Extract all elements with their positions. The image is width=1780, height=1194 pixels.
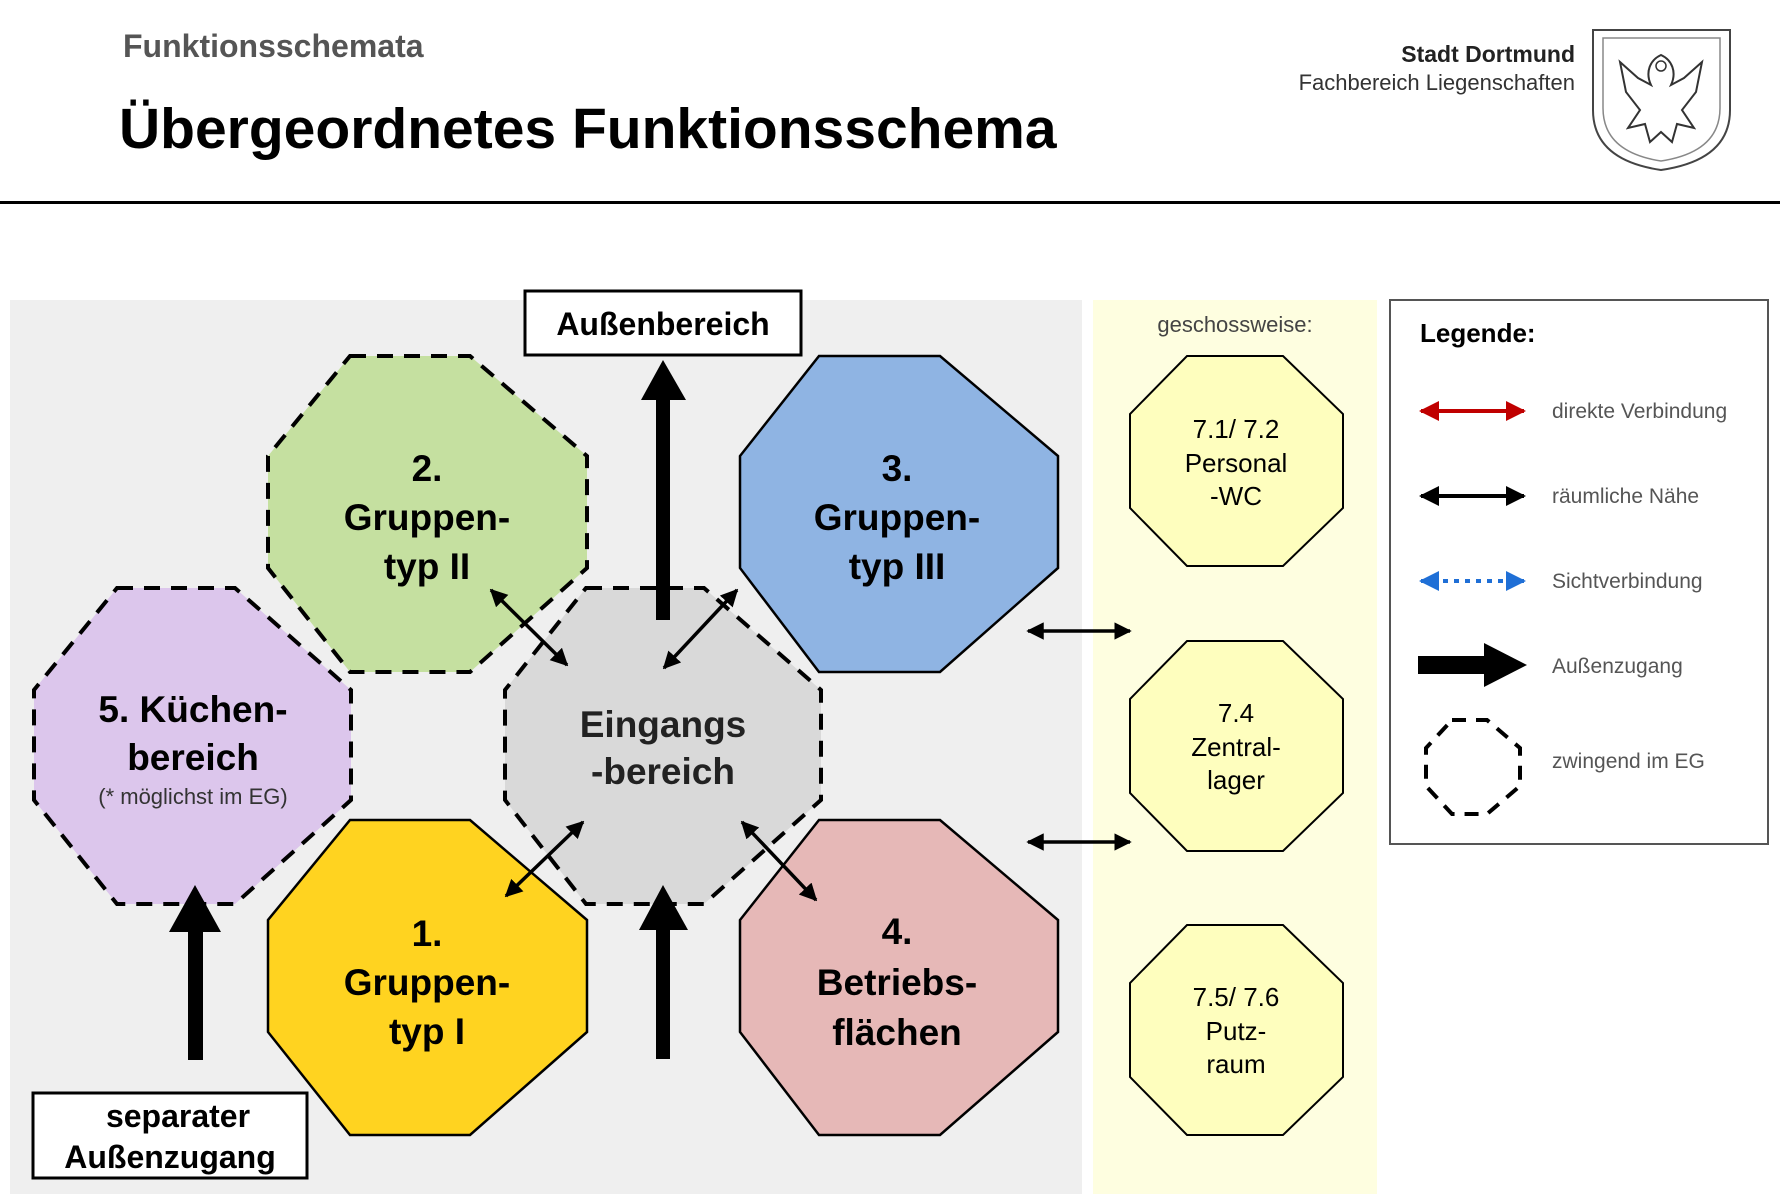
- legend-title: Legende:: [1420, 318, 1536, 348]
- thick-arrow-icon: [1418, 643, 1527, 687]
- svg-text:Personal: Personal: [1185, 448, 1288, 478]
- svg-text:2.: 2.: [412, 448, 443, 489]
- proximity-arrow-entrance-operation: [740, 820, 818, 902]
- entrance-access-arrow: [639, 885, 688, 1059]
- label-operation: 4. Betriebs- flächen: [817, 911, 977, 1053]
- legend-label-visual: Sichtverbindung: [1552, 570, 1703, 593]
- svg-text:flächen: flächen: [832, 1012, 962, 1053]
- svg-text:-WC: -WC: [1210, 481, 1262, 511]
- svg-text:Zentral-: Zentral-: [1191, 732, 1281, 762]
- label-kitchen: 5. Küchen- bereich (* möglichst im EG): [98, 689, 287, 809]
- svg-text:bereich: bereich: [127, 737, 259, 778]
- svg-text:separater: separater: [106, 1098, 250, 1134]
- octagon-kitchen: [32, 586, 353, 906]
- octagon-staff-wc: [1129, 355, 1344, 567]
- dashed-octagon-icon: [1424, 718, 1522, 816]
- organization-block: Stadt Dortmund Fachbereich Liegenschafte…: [1299, 40, 1575, 96]
- svg-text:7.4: 7.4: [1218, 698, 1254, 728]
- outside-access-arrow-up: [641, 360, 686, 620]
- eagle-coat-of-arms-icon: [1592, 29, 1731, 172]
- svg-text:7.5/ 7.6: 7.5/ 7.6: [1193, 982, 1280, 1012]
- legend-label-direct: direkte Verbindung: [1552, 400, 1727, 423]
- svg-text:(* möglichst im EG): (* möglichst im EG): [98, 784, 287, 809]
- svg-text:raum: raum: [1206, 1049, 1265, 1079]
- label-group1: 1. Gruppen- typ I: [344, 913, 510, 1052]
- organization-department: Fachbereich Liegenschaften: [1298, 69, 1575, 95]
- octagon-central-storage: [1129, 640, 1344, 852]
- header-divider: [0, 201, 1780, 204]
- label-staff-wc: 7.1/ 7.2 Personal -WC: [1185, 414, 1288, 511]
- svg-text:typ II: typ II: [384, 546, 470, 587]
- proximity-arrow-entrance-group1: [504, 820, 585, 898]
- label-entrance: Eingangs -bereich: [580, 704, 747, 792]
- label-group3: 3. Gruppen- typ III: [814, 448, 980, 587]
- svg-text:Betriebs-: Betriebs-: [817, 962, 977, 1003]
- legend-label-proximity: räumliche Nähe: [1552, 485, 1699, 508]
- svg-text:5. Küchen-: 5. Küchen-: [98, 689, 287, 730]
- octagon-cleaning-room: [1129, 924, 1344, 1136]
- svg-text:Eingangs: Eingangs: [580, 704, 747, 745]
- outside-area-box: [523, 289, 803, 357]
- kitchen-access-arrow: [169, 885, 221, 1060]
- svg-text:3.: 3.: [882, 448, 913, 489]
- label-central-storage: 7.4 Zentral- lager: [1191, 698, 1281, 795]
- separate-entrance-label: separater Außenzugang: [64, 1098, 276, 1175]
- svg-text:Gruppen-: Gruppen-: [344, 962, 510, 1003]
- proximity-arrow-group2-entrance: [489, 588, 569, 667]
- subtitle: Funktionsschemata: [123, 28, 424, 64]
- outside-area-label: Außenbereich: [556, 306, 769, 342]
- page-title: Übergeordnetes Funktionsschema: [119, 97, 1057, 161]
- separate-entrance-box: [31, 1091, 309, 1180]
- svg-text:Gruppen-: Gruppen-: [344, 497, 510, 538]
- organization-name: Stadt Dortmund: [1401, 41, 1575, 67]
- floorwise-heading: geschossweise:: [1157, 312, 1312, 337]
- label-cleaning-room: 7.5/ 7.6 Putz- raum: [1193, 982, 1280, 1079]
- octagon-operation: [738, 818, 1060, 1137]
- legend-label-mandatory-ground-floor: zwingend im EG: [1552, 750, 1705, 773]
- svg-text:7.1/ 7.2: 7.1/ 7.2: [1193, 414, 1280, 444]
- svg-text:Gruppen-: Gruppen-: [814, 497, 980, 538]
- legend-label-outside-access: Außenzugang: [1552, 655, 1683, 678]
- svg-text:typ III: typ III: [849, 546, 946, 587]
- proximity-arrow-entrance-group3: [662, 588, 739, 670]
- label-group2: 2. Gruppen- typ II: [344, 448, 510, 587]
- svg-text:lager: lager: [1207, 765, 1265, 795]
- svg-text:Außenzugang: Außenzugang: [64, 1139, 276, 1175]
- svg-text:typ I: typ I: [389, 1011, 465, 1052]
- svg-text:1.: 1.: [412, 913, 443, 954]
- svg-text:Putz-: Putz-: [1206, 1016, 1267, 1046]
- octagon-group3: [738, 354, 1060, 674]
- svg-text:-bereich: -bereich: [591, 751, 735, 792]
- svg-text:4.: 4.: [882, 911, 913, 952]
